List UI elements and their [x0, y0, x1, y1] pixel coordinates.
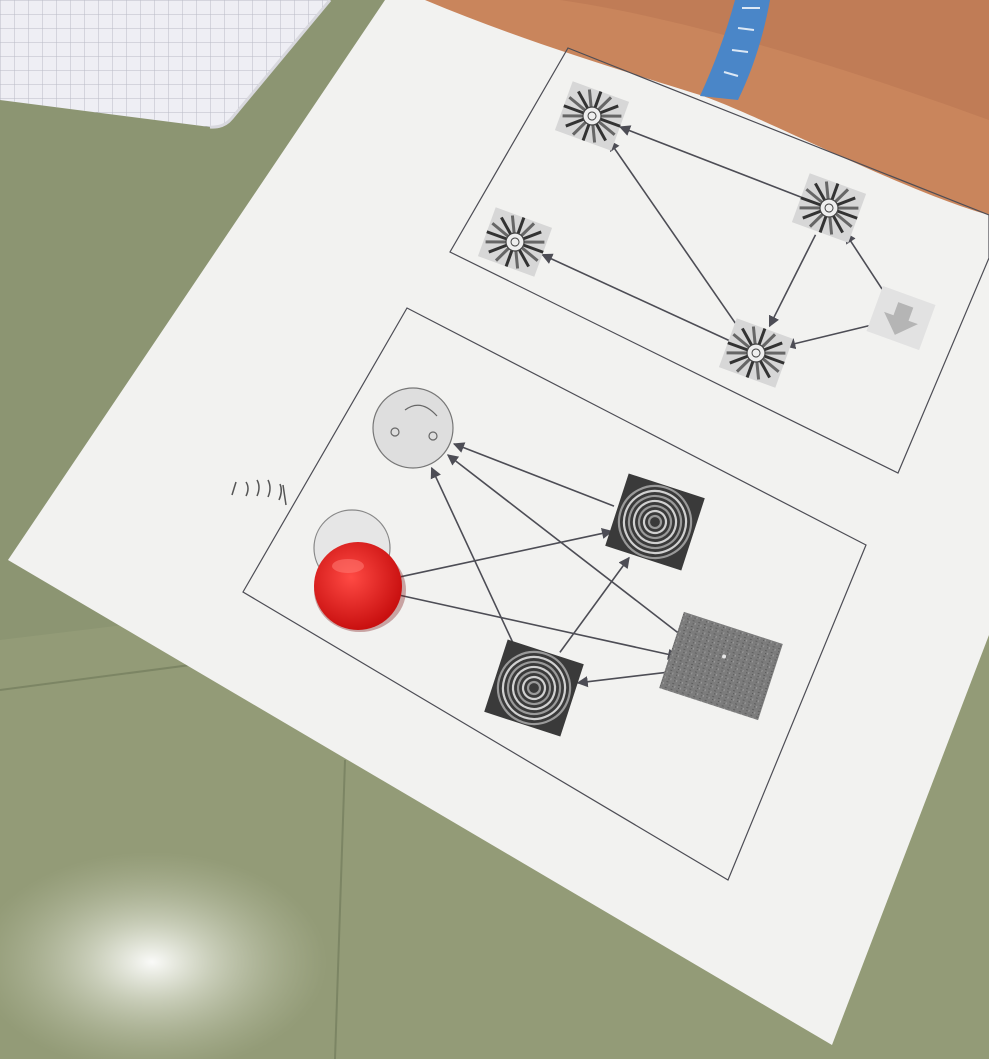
arrow-edge	[608, 139, 740, 329]
arrow-edge	[446, 454, 687, 640]
red-token	[314, 542, 406, 632]
arrow-edge	[844, 232, 886, 294]
top-diagram-frame	[449, 47, 989, 474]
arrow-edge	[559, 556, 630, 653]
bottom-diagram-edges	[400, 442, 687, 688]
spiral-tile	[605, 473, 705, 571]
sun-tile	[554, 81, 630, 151]
bottom-diagram-frame	[242, 307, 867, 881]
arrow-edge	[768, 234, 817, 328]
arrow-edge	[452, 442, 615, 507]
sun-tile	[791, 173, 867, 243]
spiral-tile	[484, 639, 584, 737]
top-diagram-edges	[541, 125, 886, 350]
arrow-edge	[576, 670, 678, 688]
down-arrow-tile	[866, 285, 936, 351]
texture-tile	[659, 611, 783, 721]
arrow-edge	[400, 594, 680, 660]
arm	[425, 0, 989, 215]
arrow-edge	[784, 324, 872, 350]
face-circle	[372, 387, 454, 469]
sun-tile	[718, 318, 794, 388]
arrow-edge	[400, 527, 614, 578]
grid-notebook	[0, 0, 332, 129]
paper-sheet	[8, 0, 989, 1045]
pencil-marks	[231, 479, 287, 506]
table-seam	[334, 759, 346, 1059]
arrow-edge	[618, 125, 802, 198]
light-glare	[0, 852, 327, 1059]
arrow-edge	[541, 253, 730, 342]
sun-tile	[477, 207, 553, 277]
